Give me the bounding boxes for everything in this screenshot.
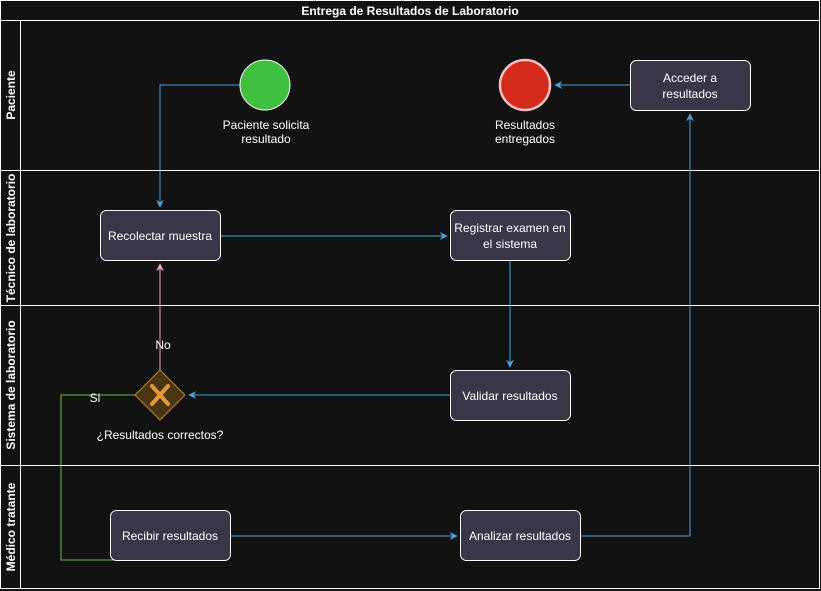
lane-label-sistema: Sistema de laboratorio [4,320,18,449]
x-icon [150,384,170,406]
edge-start-to-recolectar [156,84,240,208]
task-registrar-examen[interactable]: Registrar examen en el sistema [450,210,571,261]
exclusive-gateway[interactable]: ¿Resultados correctos? [97,369,224,442]
start-event-label-line1: Paciente solicita [223,118,310,132]
lane-paciente: Paciente [4,70,18,120]
edge-label-no: No [155,338,171,352]
end-event[interactable]: Resultados entregados [495,58,555,146]
task-box [450,370,571,421]
lane-sistema: Sistema de laboratorio [4,320,18,449]
start-event-label-line2: resultado [241,132,291,146]
task-label-line2: el sistema [483,237,537,251]
lane-label-tecnico: Técnico de laboratorio [4,174,18,303]
task-validar-resultados[interactable]: Validar resultados [450,370,571,421]
task-label: Recibir resultados [122,529,218,543]
task-label: Recolectar muestra [108,229,212,243]
end-event-label-line1: Resultados [495,118,555,132]
lane-tecnico: Técnico de laboratorio [4,174,18,303]
gateway-label: ¿Resultados correctos? [97,428,224,442]
task-label: Analizar resultados [469,529,571,543]
start-event[interactable]: Paciente solicita resultado [223,59,310,146]
task-recibir-resultados[interactable]: Recibir resultados [110,510,231,561]
task-box [100,210,221,261]
task-box [460,510,581,561]
task-box [630,60,751,111]
task-analizar-resultados[interactable]: Analizar resultados [460,510,581,561]
lane-medico: Médico tratante [4,482,18,571]
task-recolectar-muestra[interactable]: Recolectar muestra [100,210,221,261]
task-box [110,510,231,561]
lane-label-paciente: Paciente [4,70,18,120]
task-label-line2: resultados [662,87,717,101]
task-label-line1: Registrar examen en [454,221,565,235]
end-event-circle [498,58,552,112]
edge-label-si: Si [90,391,101,405]
task-acceder-resultados[interactable]: Acceder a resultados [630,60,751,111]
start-event-circle [239,59,291,111]
edge-gateway-si [60,394,135,561]
task-label: Validar resultados [462,389,557,403]
end-event-label-line2: entregados [495,132,555,146]
edge-analizar-to-acceder [580,113,694,537]
task-box [450,210,571,261]
lane-label-medico: Médico tratante [4,482,18,571]
pool-title: Entrega de Resultados de Laboratorio [301,4,518,18]
task-label-line1: Acceder a [663,71,717,85]
